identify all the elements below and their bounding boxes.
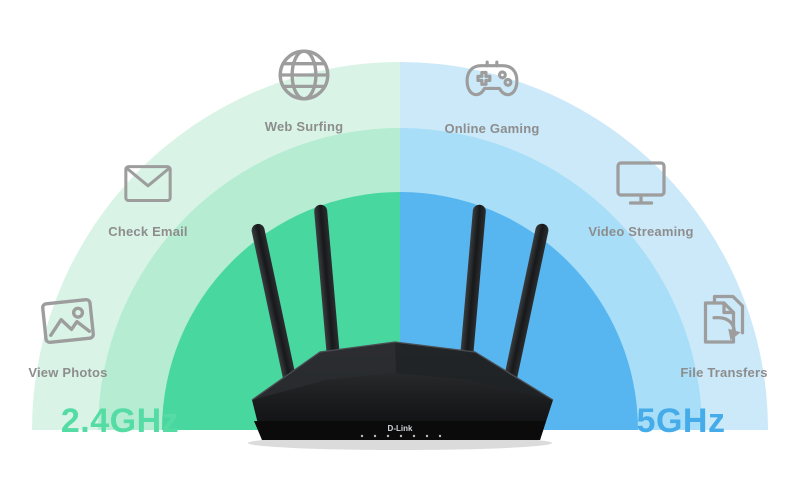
router-antennas xyxy=(251,204,549,397)
feature-web-surfing: Web Surfing xyxy=(239,44,369,134)
photos-icon xyxy=(41,297,95,345)
router-brand-logo: D-Link xyxy=(388,424,413,433)
feature-label: Check Email xyxy=(108,224,188,239)
monitor-icon xyxy=(616,161,666,205)
feature-label: Video Streaming xyxy=(588,224,694,239)
antenna-right-outer xyxy=(501,223,549,397)
antenna-left-inner xyxy=(314,204,343,397)
feature-online-gaming: Online Gaming xyxy=(427,50,557,136)
router-device: D-Link xyxy=(248,204,554,450)
email-icon xyxy=(124,165,172,203)
gamepad-icon xyxy=(465,60,519,97)
feature-view-photos: View Photos xyxy=(3,290,133,380)
antenna-left-outer xyxy=(251,223,299,397)
band-label-2-4ghz: 2.4GHz xyxy=(60,402,180,440)
feature-video-streaming: Video Streaming xyxy=(576,151,706,239)
antenna-right-inner xyxy=(457,204,486,397)
feature-file-transfers: File Transfers xyxy=(659,286,789,380)
router-leds xyxy=(360,434,442,438)
globe-icon xyxy=(278,49,330,101)
feature-label: Web Surfing xyxy=(264,119,344,134)
band-label-5ghz: 5GHz xyxy=(636,402,726,440)
feature-label: Online Gaming xyxy=(444,121,540,136)
feature-label: View Photos xyxy=(28,365,108,380)
feature-check-email: Check Email xyxy=(83,155,213,239)
file-transfer-icon xyxy=(703,294,745,344)
router-body: D-Link xyxy=(251,341,554,440)
feature-label: File Transfers xyxy=(680,365,768,380)
